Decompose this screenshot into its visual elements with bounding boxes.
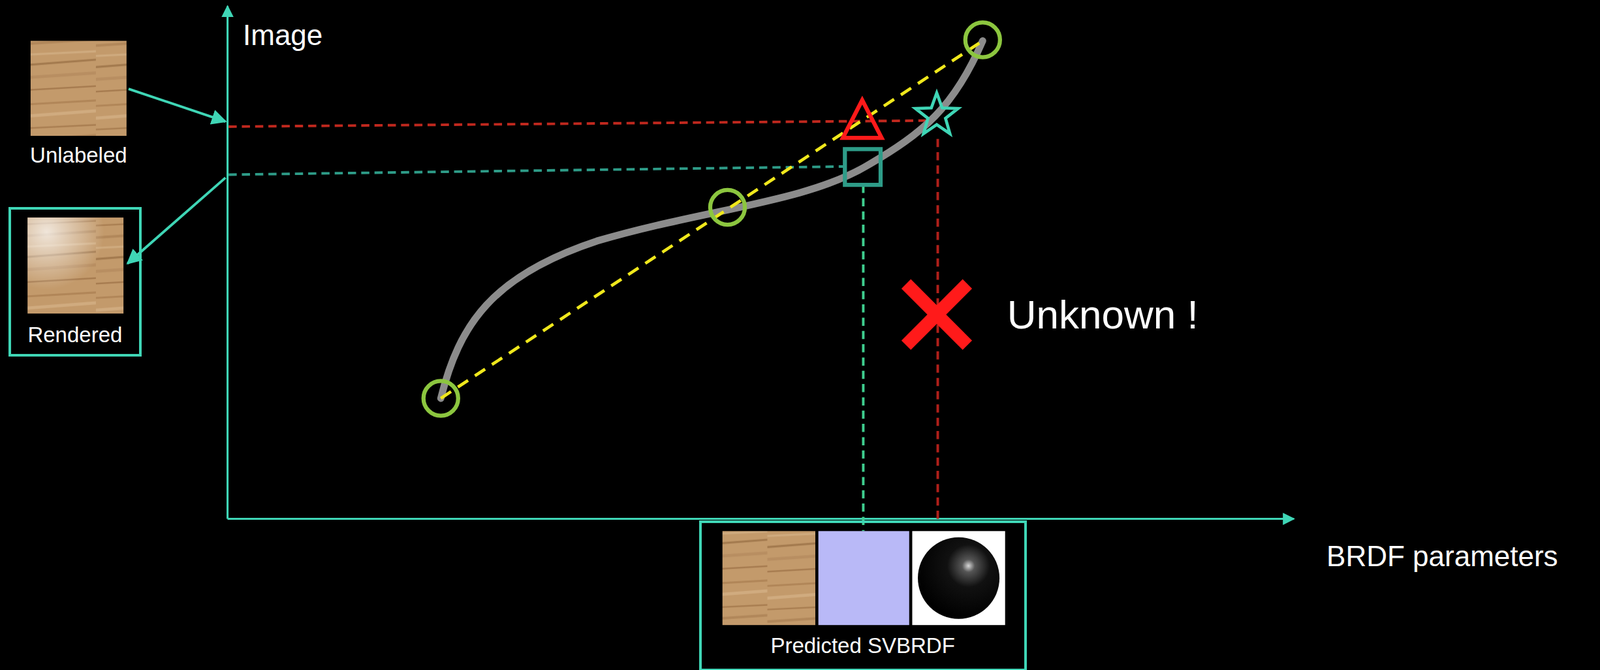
roughness-sphere [917,537,1000,619]
image-box: Predicted SVBRDF [699,520,1027,670]
image-box: Rendered [8,206,143,356]
linear-approximation [440,41,983,399]
albedo-map [722,530,816,625]
target-triangle [842,99,882,138]
axis-label: BRDF parameters [1326,539,1559,574]
dashed-guide [936,139,940,519]
axis-label: Unknown ! [1007,291,1199,338]
box-caption: Rendered [27,322,123,348]
unknown-star [915,92,958,134]
cross-mark [906,283,968,346]
sample-circle [710,189,745,225]
leader-arrow [128,88,226,122]
dashed-guide [861,184,865,531]
x-axis [227,517,1294,520]
rendered-square [844,148,881,185]
dashed-guide [228,166,845,175]
dashed-guide [228,120,934,127]
sample-circle [965,22,1001,57]
axis-label: Image [242,18,323,53]
sample-circle [423,380,459,416]
rendered-image [27,217,124,314]
roughness-sphere-background [911,530,1005,625]
cross-mark [906,283,968,346]
unlabeled-image [30,41,127,136]
box-caption: Predicted SVBRDF [770,633,955,659]
true-curve [440,41,983,399]
rendered-highlight [27,217,124,314]
y-axis [226,5,229,519]
normal-map [818,530,910,625]
leader-arrow [127,177,226,264]
axis-label: Unlabeled [30,142,128,168]
